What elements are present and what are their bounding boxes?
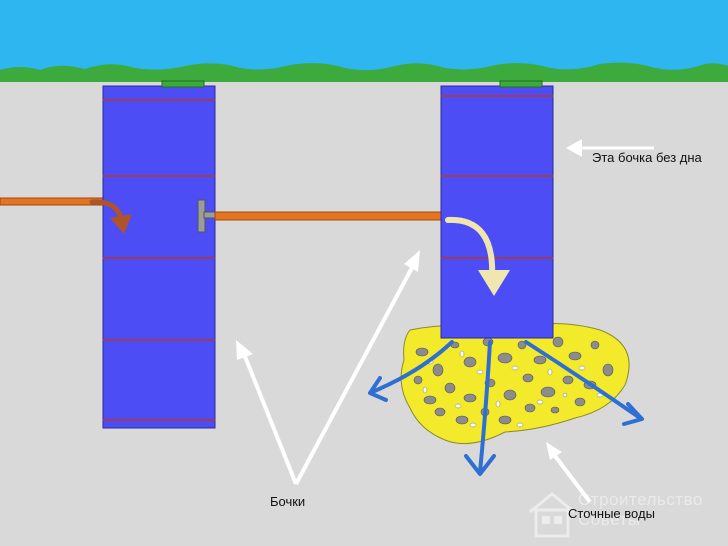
inlet-pipe — [0, 197, 104, 206]
watermark: Строительство Советы — [530, 488, 720, 538]
pointer-arrows — [236, 139, 654, 504]
drain-arrows — [368, 340, 644, 476]
watermark-line1: Строительство — [578, 490, 703, 509]
connecting-pipe — [214, 211, 442, 221]
label-barrels: Бочки — [270, 494, 306, 509]
pebbles — [422, 350, 604, 428]
watermark-line2: Советы — [578, 510, 641, 529]
watermark-house-icon — [529, 492, 575, 538]
barrel-right — [440, 80, 554, 339]
label-no-bottom-barrel: Эта бочка без дна — [592, 150, 702, 165]
grass — [0, 62, 728, 82]
inlet-flow-arrow — [89, 199, 132, 234]
barrel-left — [102, 80, 216, 429]
outlet-flow-arrow — [445, 216, 510, 296]
label-wastewater: Сточные воды — [568, 506, 655, 521]
